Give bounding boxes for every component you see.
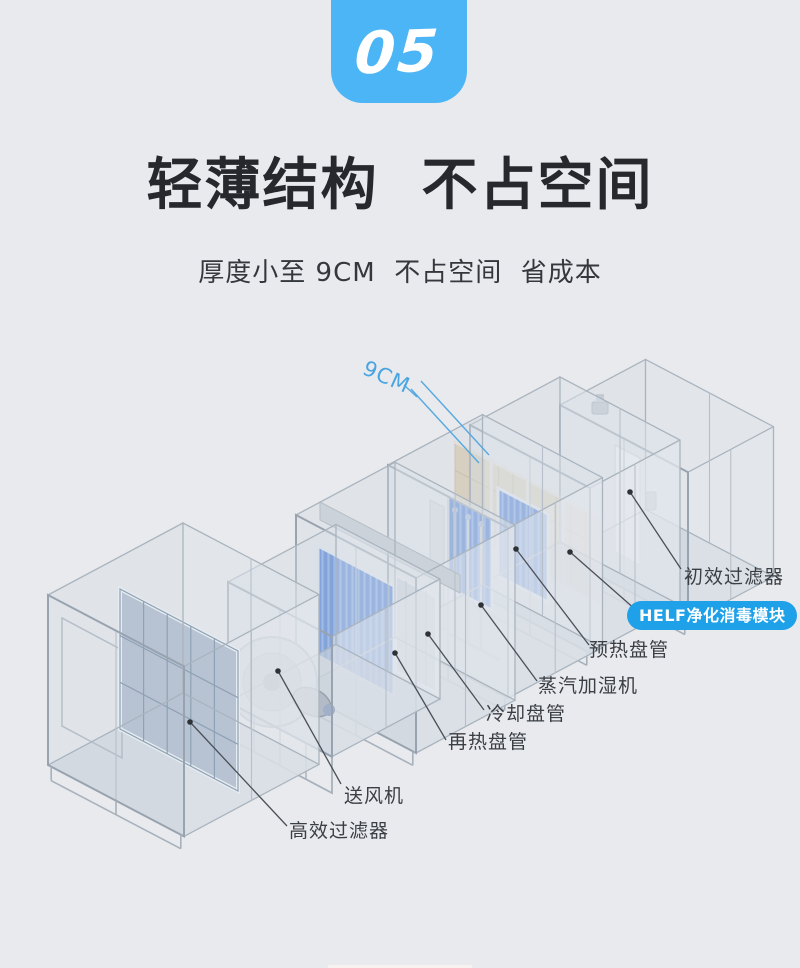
callout-leaders (187, 489, 682, 827)
label-reheat-coil: 再热盘管 (448, 731, 529, 753)
next-section-hint (328, 965, 472, 968)
ahu-illustration (47, 358, 775, 850)
ahu-exploded-diagram: 9CM 初效过滤器 HELF净化消毒模块 预热盘管 蒸汽加湿机 冷却盘管 再热盘… (0, 350, 800, 870)
label-preheat-coil: 预热盘管 (589, 639, 670, 661)
label-helf-module: HELF净化消毒模块 (627, 601, 798, 630)
page-title: 轻薄结构 不占空间 (146, 153, 654, 218)
label-primary-filter: 初效过滤器 (684, 566, 785, 588)
label-cooling-coil: 冷却盘管 (486, 703, 567, 725)
module-hepa-filter-box (47, 521, 320, 850)
label-hepa-filter: 高效过滤器 (289, 820, 390, 842)
section-number: 05 (352, 16, 442, 88)
label-supply-fan: 送风机 (344, 785, 405, 807)
page-subtitle: 厚度小至 9CM 不占空间 省成本 (198, 258, 602, 288)
label-steam-humidifier: 蒸汽加湿机 (538, 675, 639, 697)
section-number-badge: 05 (331, 0, 467, 103)
dimension-lines (403, 380, 490, 464)
